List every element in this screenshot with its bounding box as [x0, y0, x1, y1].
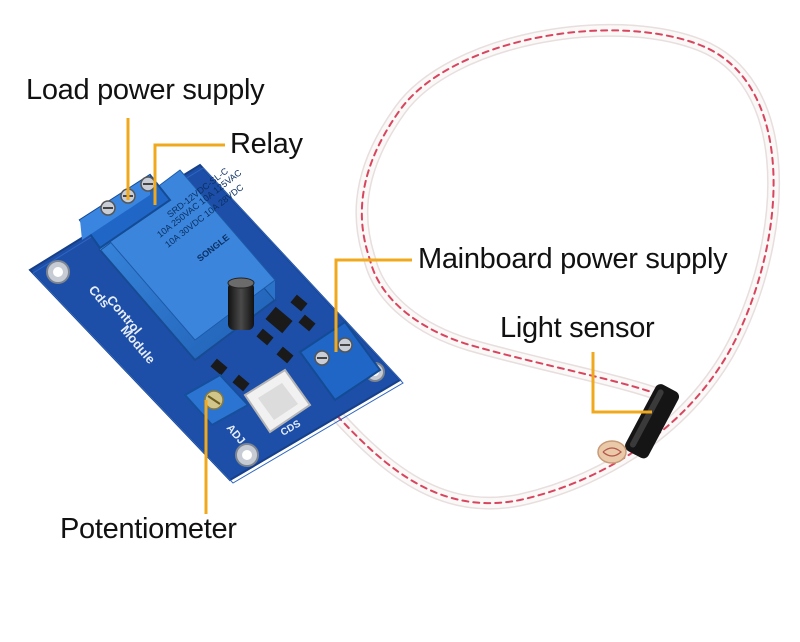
- label-light-sensor: Light sensor: [500, 312, 655, 344]
- label-load-power-supply: Load power supply: [26, 74, 265, 106]
- leader-relay: [153, 143, 225, 205]
- sensor-connector: [243, 368, 312, 434]
- capacitor: [227, 277, 255, 330]
- leader-light-sensor: [591, 352, 652, 414]
- label-potentiometer: Potentiometer: [60, 513, 237, 545]
- leader-mainboard-power: [334, 258, 412, 352]
- label-mainboard-power-supply: Mainboard power supply: [418, 243, 728, 275]
- leader-lines: [126, 118, 652, 514]
- wire-stripe: [299, 29, 775, 505]
- sensor-cable: [293, 23, 781, 510]
- potentiometer: [183, 373, 250, 427]
- light-sensor: [597, 384, 680, 464]
- mainboard-terminal-block: [298, 320, 382, 402]
- label-relay: Relay: [230, 128, 303, 160]
